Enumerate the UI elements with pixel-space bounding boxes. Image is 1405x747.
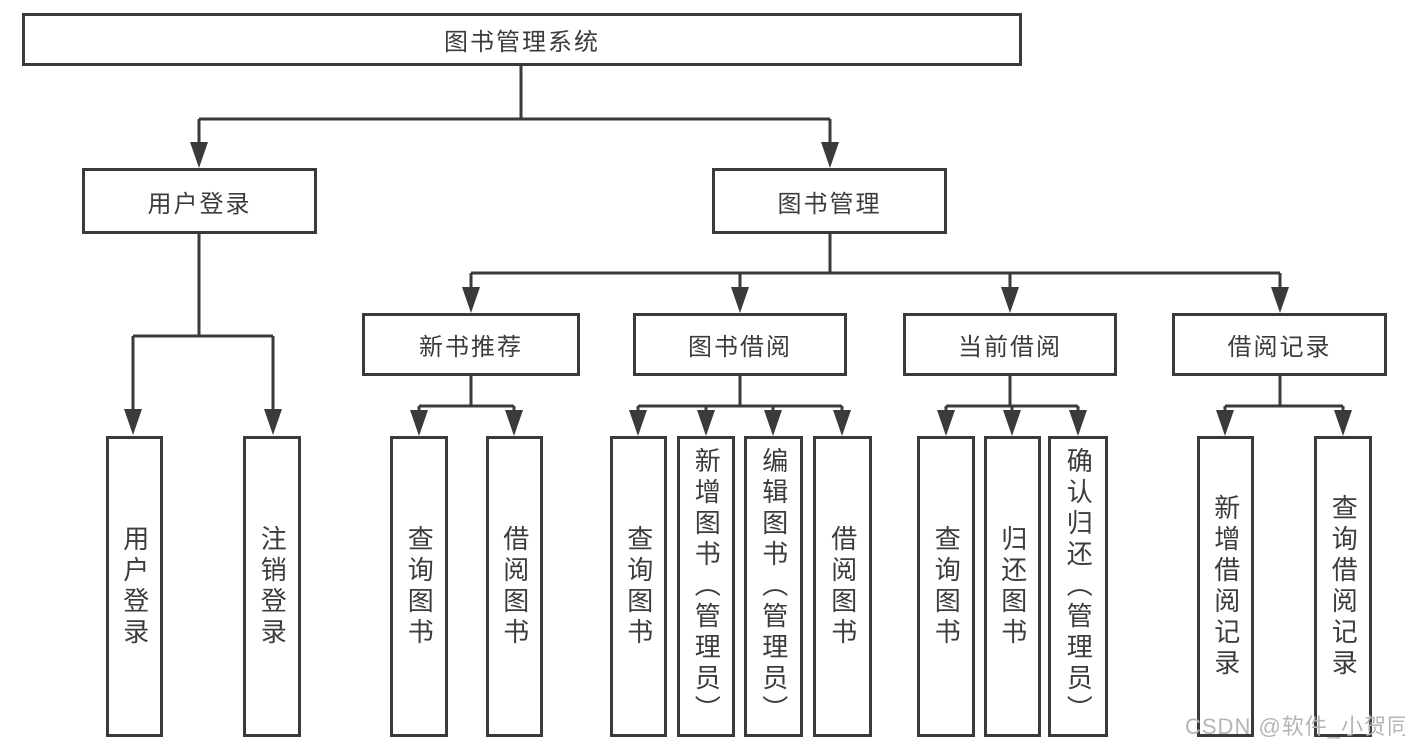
node-label: 图书管理 [777,190,882,218]
node-label: 图书借阅 [688,334,792,361]
leaf-borrow-book-2: 借阅图书 [813,436,872,737]
node-current-borrowing: 当前借阅 [903,313,1117,376]
leaf-edit-book-admin: 编辑图书（管理员） [744,436,803,737]
node-label: 确认归还（管理员） [1063,447,1094,726]
leaf-confirm-return-admin: 确认归还（管理员） [1048,436,1108,737]
leaf-user-login: 用户登录 [106,436,163,737]
leaf-query-borrow-record: 查询借阅记录 [1314,436,1372,737]
leaf-return-book: 归还图书 [984,436,1041,737]
node-label: 新增图书（管理员） [691,447,722,726]
csdn-watermark: CSDN @软件_小贺同学 [1185,714,1405,739]
node-user-login: 用户登录 [82,168,317,234]
leaf-add-book-admin: 新增图书（管理员） [677,436,735,737]
node-label: 归还图书 [997,524,1028,649]
node-label: 查询图书 [404,524,435,649]
node-label: 注销登录 [257,524,288,649]
node-book-borrowing: 图书借阅 [633,313,847,376]
node-label: 借阅图书 [827,524,858,649]
arrowheads [124,142,1352,436]
elbow-connectors [131,66,1345,412]
node-book-management: 图书管理 [712,168,947,234]
node-label: 借阅图书 [499,524,530,649]
node-label: 查询图书 [623,524,654,649]
node-borrow-records: 借阅记录 [1172,313,1387,376]
node-label: 借阅记录 [1227,334,1332,361]
leaf-borrow-book-1: 借阅图书 [486,436,543,737]
node-label: 新书推荐 [419,334,523,361]
leaf-logout: 注销登录 [243,436,301,737]
node-label: 查询图书 [931,524,962,649]
node-root-system: 图书管理系统 [22,13,1022,66]
node-label: 查询借阅记录 [1328,493,1359,680]
node-label: 新增借阅记录 [1210,493,1241,680]
leaf-query-book-1: 查询图书 [390,436,448,737]
leaf-query-book-3: 查询图书 [917,436,975,737]
leaf-add-borrow-record: 新增借阅记录 [1197,436,1254,737]
node-label: 用户登录 [147,190,252,218]
node-new-book-recommend: 新书推荐 [362,313,580,376]
node-label: 编辑图书（管理员） [758,447,789,726]
node-label: 用户登录 [119,524,150,649]
node-label: 当前借阅 [958,334,1062,361]
node-label: 图书管理系统 [444,29,600,56]
leaf-query-book-2: 查询图书 [610,436,667,737]
